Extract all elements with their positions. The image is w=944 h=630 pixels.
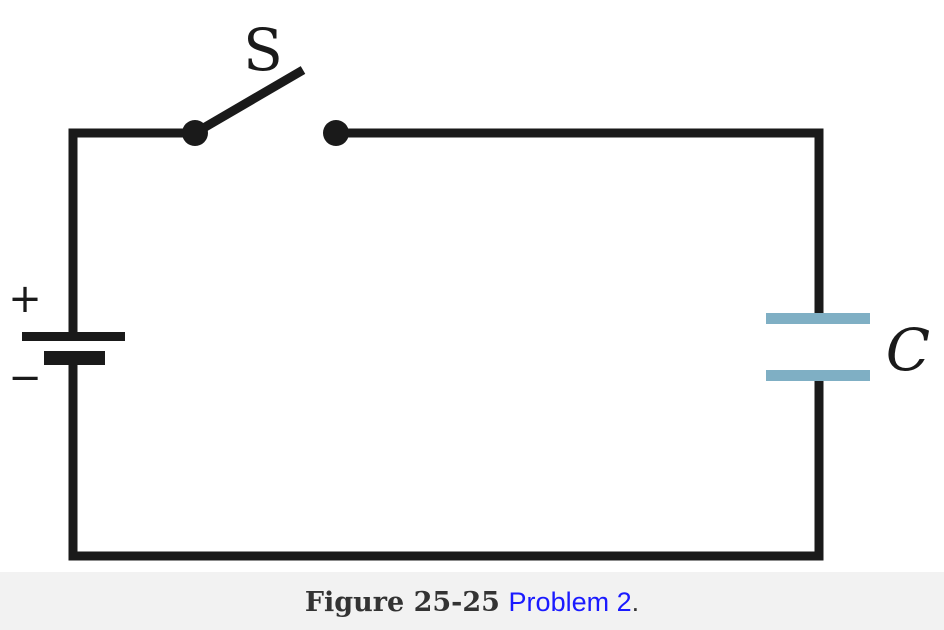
switch-label: S <box>243 16 283 84</box>
switch: S <box>182 16 349 146</box>
capacitor: C <box>766 313 930 384</box>
circuit-wires <box>68 128 824 561</box>
circuit-diagram-area: S + − C <box>0 0 944 572</box>
battery: + − <box>8 276 125 401</box>
switch-pivot-terminal <box>182 120 208 146</box>
battery-positive-plate <box>22 332 125 341</box>
battery-plus-sign: + <box>8 276 42 322</box>
capacitor-top-plate <box>766 313 870 324</box>
figure-caption: Figure 25-25 Problem 2. <box>0 582 944 623</box>
caption-period: . <box>631 587 640 617</box>
circuit-diagram: S + − C <box>8 16 930 561</box>
switch-blade <box>192 66 306 137</box>
switch-contact-terminal <box>323 120 349 146</box>
wire-right-top <box>336 128 824 318</box>
wire-left-top <box>68 128 195 336</box>
wire-bottom <box>68 358 824 561</box>
battery-minus-sign: − <box>8 355 42 401</box>
caption-figure-label: Figure 25-25 <box>304 587 500 618</box>
battery-negative-plate <box>44 351 105 365</box>
capacitor-label: C <box>886 316 930 384</box>
caption-problem-link[interactable]: Problem 2 <box>508 587 632 617</box>
capacitor-bottom-plate <box>766 370 870 381</box>
